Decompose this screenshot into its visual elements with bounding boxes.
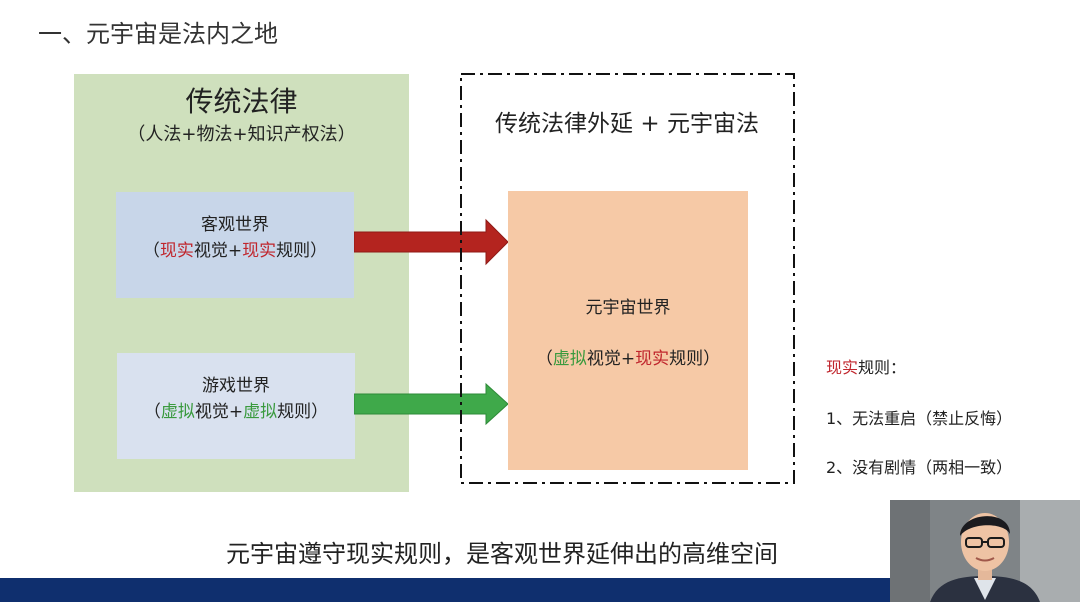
rule-item-2: 2、没有剧情（两相一致） [826, 458, 1013, 477]
objective-world-label: 客观世界 [201, 215, 269, 235]
green-arrow [354, 382, 509, 426]
presenter-webcam [890, 500, 1080, 602]
caption-subtitle: 元宇宙遵守现实规则，是客观世界延伸出的高维空间 [226, 540, 778, 568]
presenter-figure [890, 500, 1080, 602]
metaverse-world-label: 元宇宙世界 [585, 298, 671, 318]
traditional-law-heading: 传统法律 [185, 85, 298, 118]
game-world-desc: （虚拟视觉+虚拟规则） [143, 402, 329, 422]
extended-law-heading: 传统法律外延 + 元宇宙法 [495, 111, 759, 137]
game-world-label: 游戏世界 [202, 376, 270, 396]
objective-world-box: 客观世界 （现实视觉+现实规则） [116, 192, 354, 298]
game-world-box: 游戏世界 （虚拟视觉+虚拟规则） [117, 353, 355, 459]
dashed-frame [460, 73, 795, 484]
metaverse-world-box [508, 191, 748, 470]
traditional-law-subheading: （人法+物法+知识产权法） [127, 124, 356, 145]
reality-rules-heading: 现实规则： [826, 358, 907, 377]
objective-world-desc: （现实视觉+现实规则） [142, 241, 328, 261]
rule-item-1: 1、无法重启（禁止反悔） [826, 409, 1013, 428]
page-title: 一、元宇宙是法内之地 [38, 20, 278, 48]
metaverse-world-desc: （虚拟视觉+现实规则） [535, 349, 721, 369]
red-arrow [354, 218, 509, 266]
